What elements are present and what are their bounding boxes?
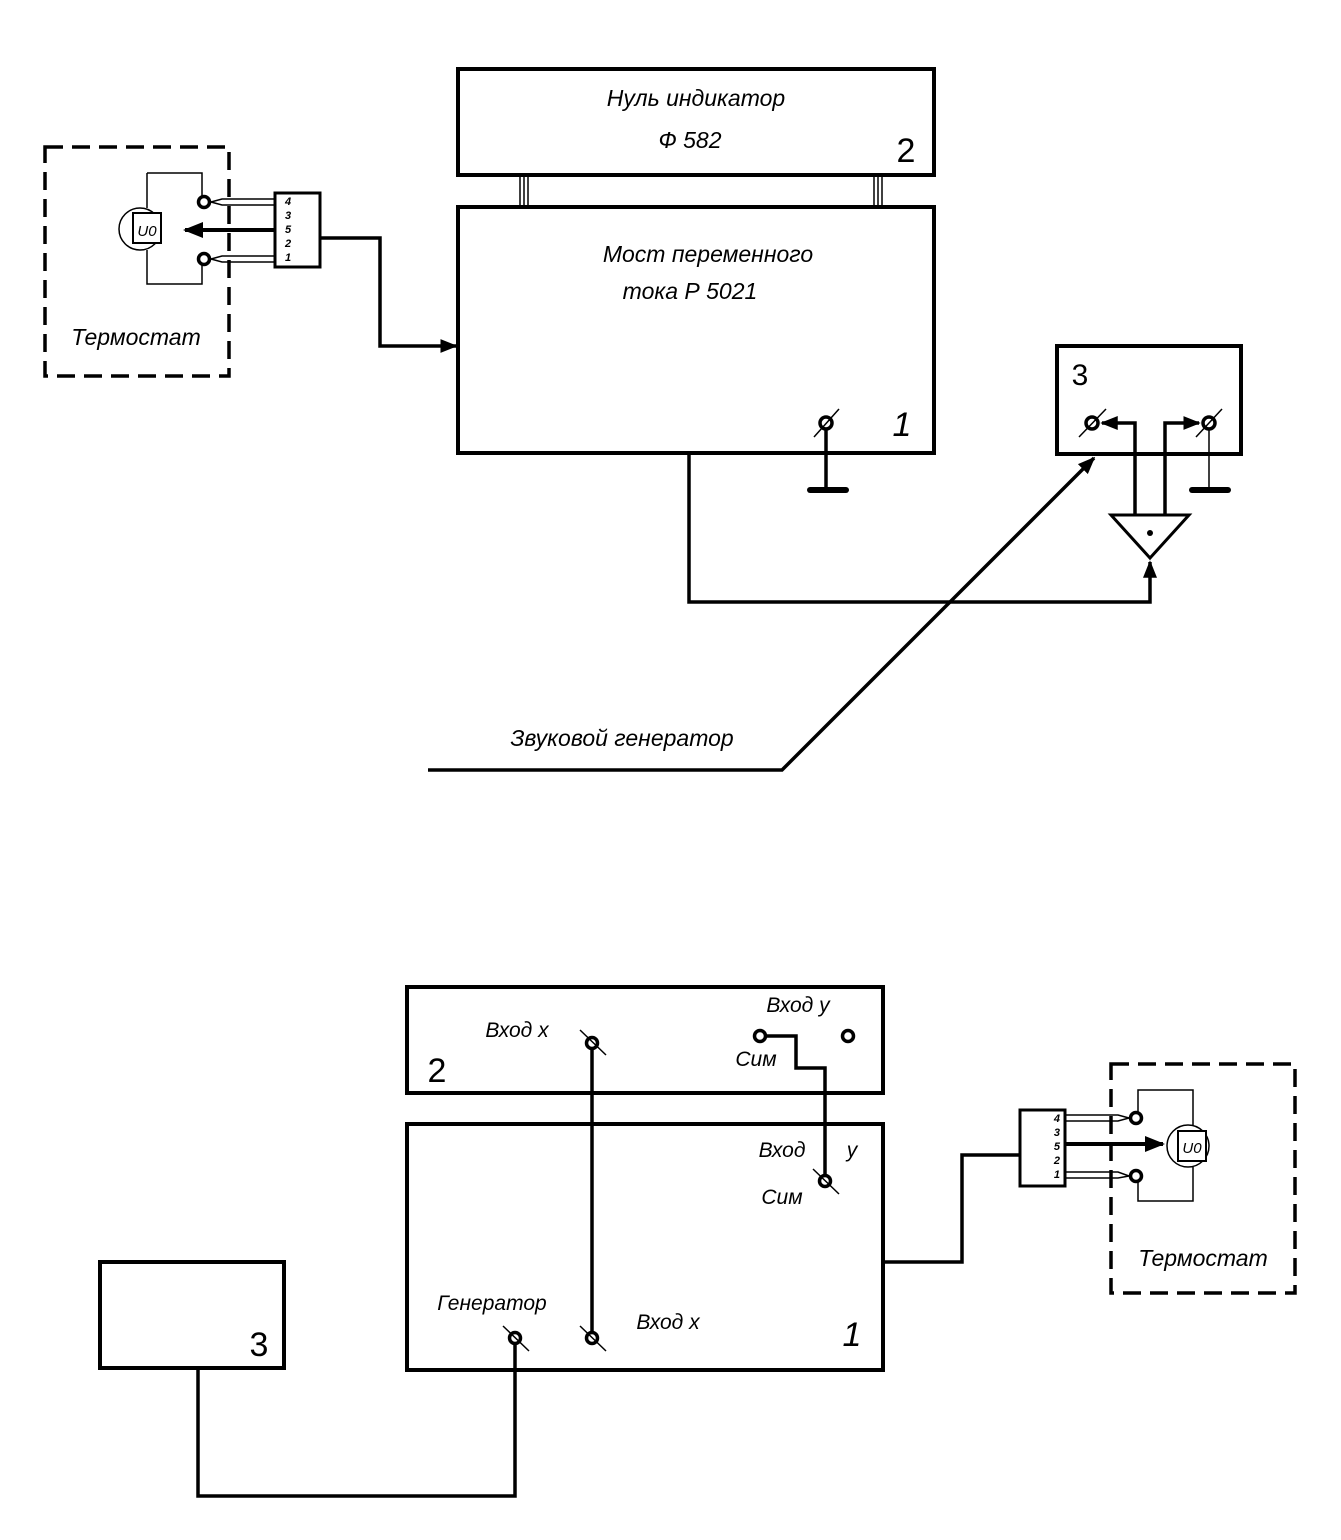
- sensor-label-bottom: U0: [1182, 1140, 1202, 1157]
- sound-generator-label: Звуковой генератор: [510, 725, 734, 751]
- device1-input-y-label: Вход: [759, 1139, 806, 1162]
- device2-sym-label: Сим: [735, 1048, 776, 1071]
- ac-bridge-block[interactable]: Мост переменного тока Р 5021 1: [456, 205, 936, 493]
- device1-number: 1: [843, 1316, 862, 1354]
- bus-connector-right: [873, 175, 883, 207]
- device1-generator-label: Генератор: [437, 1292, 546, 1315]
- device1-generator-terminal-icon[interactable]: [502, 1325, 530, 1352]
- bridge-number: 1: [893, 406, 912, 444]
- null-indicator-model: Ф 582: [658, 127, 721, 153]
- connector-block-top[interactable]: 4 3 5 2 1: [273, 191, 322, 269]
- null-indicator-number: 2: [897, 132, 916, 170]
- sensor-label: U0: [137, 223, 157, 240]
- device2-sym-terminal[interactable]: [752, 1028, 768, 1044]
- wire-bridge-to-amplifier: [687, 455, 1157, 604]
- null-indicator-block[interactable]: Нуль индикатор Ф 582 2: [456, 67, 936, 177]
- device1-block-bottom[interactable]: Вход y Сим Генератор Вход x 1: [405, 1122, 885, 1372]
- pin-label: 1: [1054, 1169, 1060, 1181]
- device2-number: 2: [428, 1052, 447, 1090]
- device1-sym-terminal-icon[interactable]: [812, 1168, 840, 1195]
- thermostat-terminal-lower: [196, 251, 212, 267]
- device2-block-bottom[interactable]: Вход x Вход y Сим 2: [405, 985, 885, 1095]
- amplifier-icon[interactable]: [1100, 416, 1201, 561]
- ground-terminal-icon[interactable]: [807, 408, 849, 493]
- device2-input-x-label: Вход x: [485, 1019, 550, 1042]
- pin-label: 5: [285, 224, 292, 236]
- device2-y-terminal[interactable]: [840, 1028, 856, 1044]
- pin-label: 3: [285, 210, 291, 222]
- pin-label: 3: [1054, 1127, 1060, 1139]
- thermostat-terminal-upper: [196, 194, 212, 210]
- device3-block-top[interactable]: 3: [1055, 344, 1243, 493]
- device3-number: 3: [1072, 359, 1089, 392]
- connector-block-bottom[interactable]: 4 3 5 2 1: [1018, 1108, 1067, 1188]
- thermostat-top[interactable]: Термостат U0: [43, 145, 275, 378]
- pin-label: 4: [1053, 1113, 1060, 1125]
- device3-terminal-right-icon[interactable]: [1189, 408, 1231, 493]
- bus-connector-left: [519, 175, 529, 207]
- thermostat-label: Термостат: [71, 324, 201, 350]
- device1-sym-label: Сим: [761, 1186, 802, 1209]
- thermostat-terminal-upper-bottom: [1128, 1110, 1144, 1126]
- pin-label: 1: [285, 252, 291, 264]
- device2-input-y-label: Вход y: [766, 994, 831, 1017]
- sound-generator-lead[interactable]: Звуковой генератор: [428, 456, 1096, 772]
- device1-input-x-label: Вход x: [636, 1311, 701, 1334]
- null-indicator-title: Нуль индикатор: [607, 85, 786, 111]
- device3-number-bottom: 3: [250, 1326, 269, 1364]
- top-diagram: Нуль индикатор Ф 582 2 Мост переменного …: [43, 67, 1243, 772]
- pin-label: 4: [284, 196, 291, 208]
- thermostat-terminal-lower-bottom: [1128, 1168, 1144, 1184]
- bottom-diagram: Вход x Вход y Сим 2 Вход y Сим Генератор…: [98, 985, 1297, 1498]
- wire-device1-to-connector: [883, 1153, 1020, 1264]
- bridge-title-line1: Мост переменного: [603, 241, 814, 267]
- wire-connector-to-bridge: [320, 236, 458, 353]
- device2-input-x-terminal-icon[interactable]: [579, 1029, 607, 1056]
- pin-label: 5: [1054, 1141, 1061, 1153]
- thermostat-bottom[interactable]: Термостат U0: [1065, 1062, 1297, 1295]
- device3-block-bottom[interactable]: 3: [98, 1260, 286, 1370]
- pin-label: 2: [1053, 1155, 1060, 1167]
- device1-input-y-suffix: y: [845, 1139, 859, 1162]
- bridge-title-line2: тока Р 5021: [623, 278, 758, 304]
- device3-terminal-left-icon[interactable]: [1078, 408, 1107, 438]
- device1-input-x-terminal-icon[interactable]: [579, 1325, 607, 1352]
- wire-device3-to-generator: [196, 1344, 517, 1498]
- thermostat-label-bottom: Термостат: [1138, 1245, 1268, 1271]
- pin-label: 2: [284, 238, 291, 250]
- wire-input-y: [765, 1034, 827, 1181]
